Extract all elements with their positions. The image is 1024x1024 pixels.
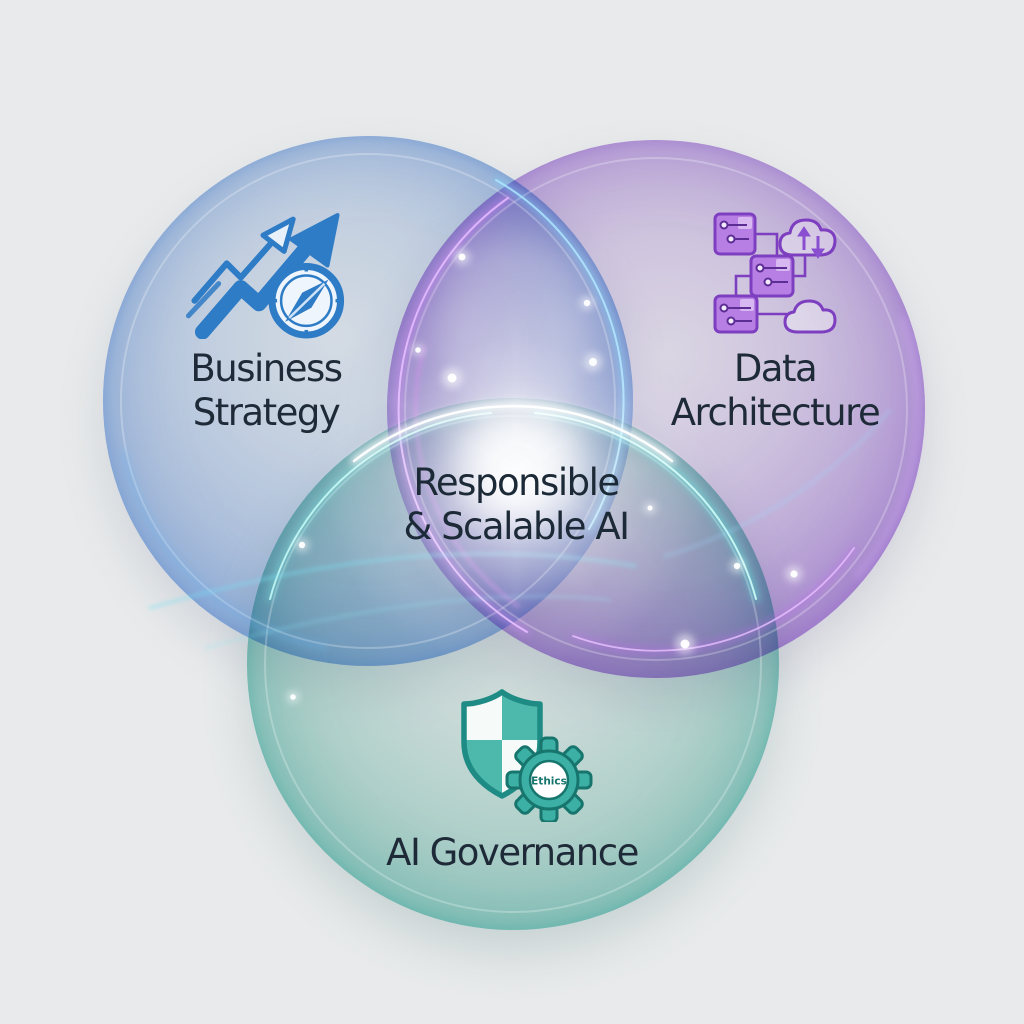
- outline-arrow: [191, 240, 275, 304]
- speed-line: [185, 281, 222, 319]
- cloud-upload: [778, 218, 837, 259]
- growth-arrows-compass-icon: [185, 213, 345, 339]
- chips-cloud-dataflow-icon: [713, 212, 837, 334]
- label-line-2: Architecture: [670, 391, 881, 434]
- compass: [268, 262, 345, 339]
- label-line-1: Data: [733, 347, 818, 390]
- label-line-1: AI Governance: [386, 831, 639, 874]
- connector-lines: [734, 232, 807, 316]
- shield-ethics-gear-icon: Ethics: [461, 689, 593, 822]
- label-center-overlap: Responsible & Scalable AI: [345, 461, 687, 549]
- outline-arrow-head: [260, 216, 296, 254]
- label-ai-governance: AI Governance: [352, 831, 672, 875]
- label-line-1: Responsible: [413, 461, 620, 504]
- label-line-2: & Scalable AI: [403, 505, 630, 548]
- label-line-1: Business: [190, 347, 343, 390]
- gear-ethics-text: Ethics: [531, 776, 567, 788]
- cloud-storage: [783, 299, 837, 334]
- label-line-2: Strategy: [192, 391, 341, 434]
- solid-arrow-head: [289, 213, 340, 268]
- label-data-architecture: Data Architecture: [625, 347, 925, 435]
- circuit-chips: [713, 212, 795, 334]
- ethics-gear: Ethics: [505, 736, 593, 822]
- label-business-strategy: Business Strategy: [126, 347, 406, 435]
- shield: [461, 689, 543, 799]
